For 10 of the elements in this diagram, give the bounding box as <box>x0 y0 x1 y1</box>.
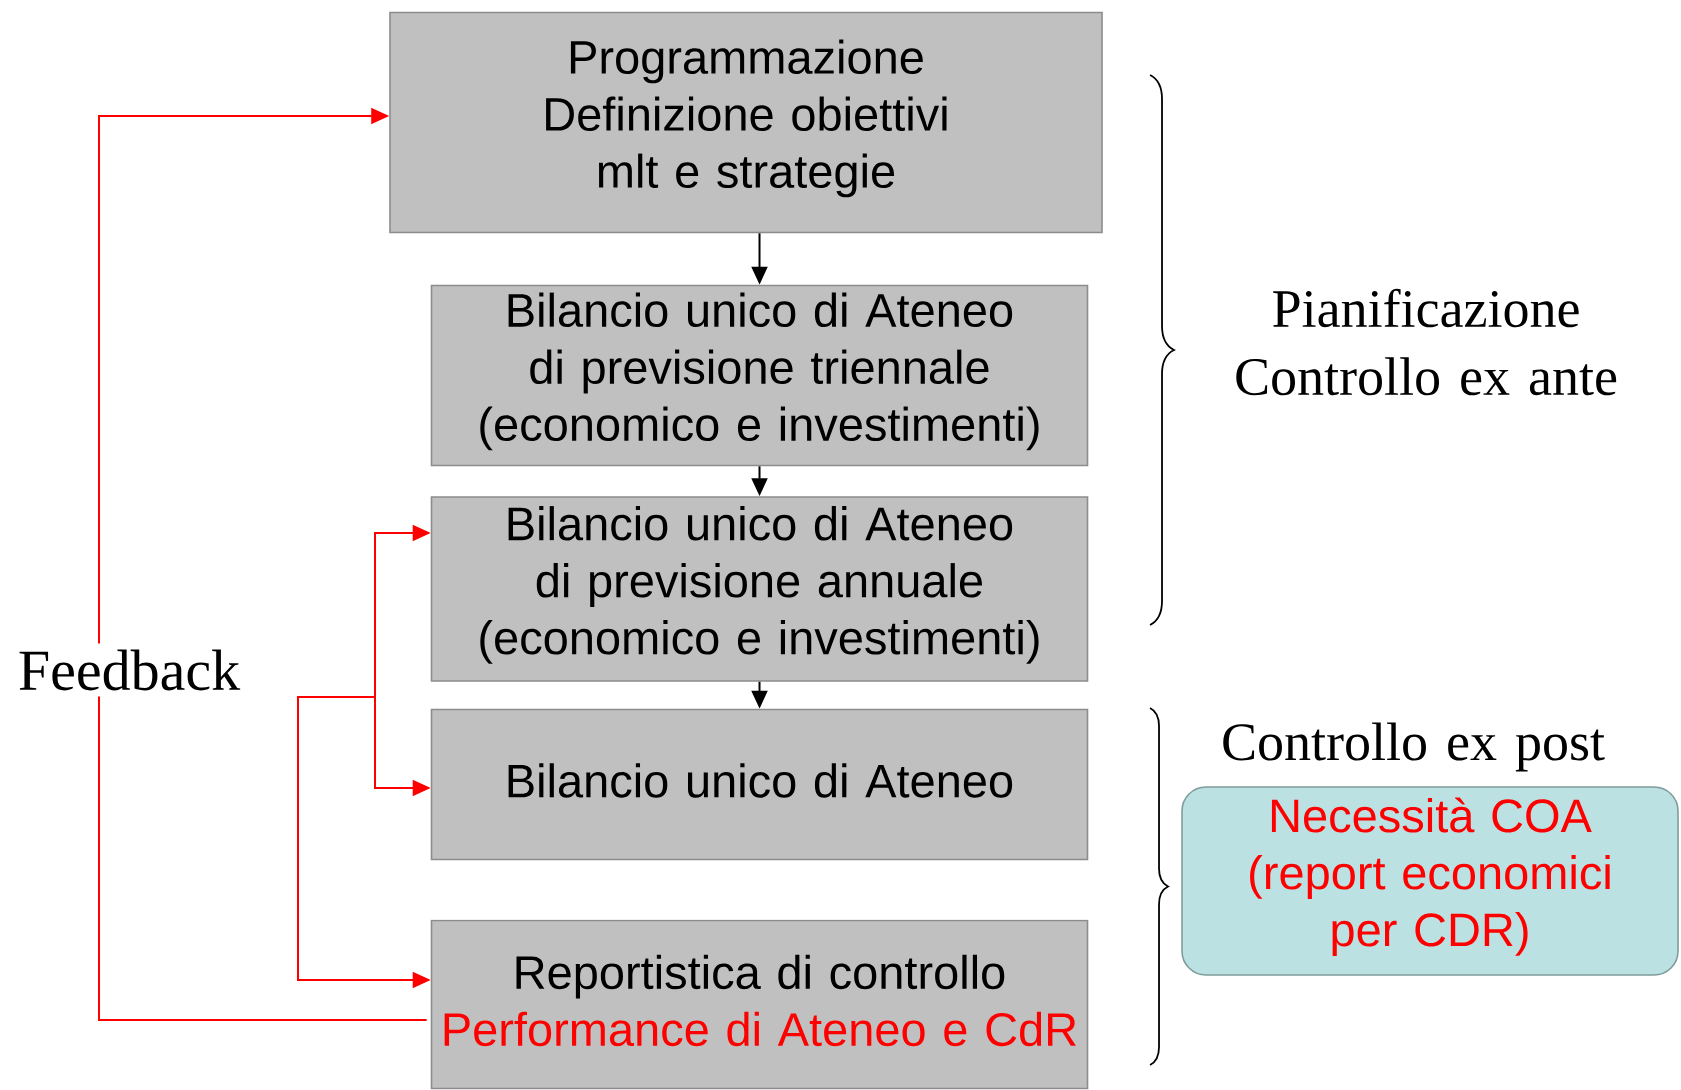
arrow <box>98 107 428 1021</box>
process-box: Bilancio unico di Ateneo di previsione annuale (economico e investimenti) <box>430 496 1089 682</box>
note-box: Necessità COA (report economici per CDR) <box>1181 786 1679 976</box>
process-box: Bilancio unico di Ateneo di previsione triennale (economico e investimenti) <box>430 284 1089 467</box>
process-box: Bilancio unico di Ateneo <box>430 708 1089 861</box>
brace-label: Controllo ex post <box>1223 722 1605 772</box>
process-box: Programmazione Definizione obiettivi mlt e strategie <box>389 11 1103 234</box>
brace-label: Pianificazione Controllo ex ante <box>1236 288 1617 396</box>
edge-label: Feedback <box>11 643 247 697</box>
process-box: Reportistica di controllo Performance di Ateneo e CdR <box>430 919 1089 1090</box>
